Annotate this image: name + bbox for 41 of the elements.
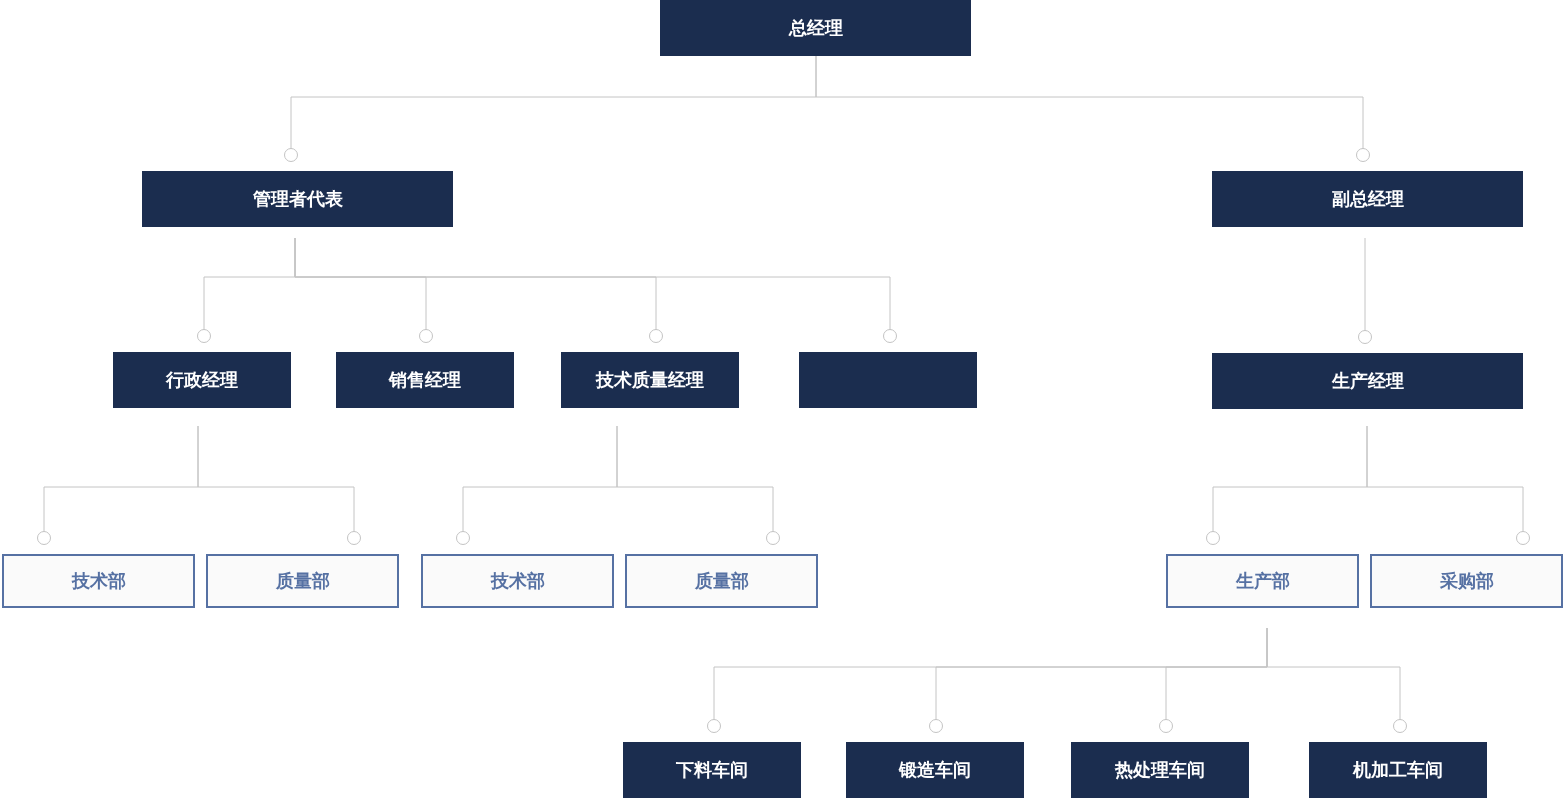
box-label: 副总经理 — [1331, 187, 1404, 211]
connector-line — [197, 425, 361, 545]
box-label: 热处理车间 — [1115, 758, 1205, 782]
connector-line — [1366, 425, 1530, 545]
position-box — [660, 0, 971, 56]
position-box — [2, 554, 195, 608]
box-label: 管理者代表 — [252, 187, 343, 211]
box-label: 采购部 — [1439, 569, 1494, 593]
connector-line — [294, 237, 897, 343]
position-box — [336, 352, 514, 408]
box-label: 技术部 — [71, 569, 126, 593]
position-box — [421, 554, 614, 608]
position-box — [846, 742, 1024, 798]
box-label: 技术部 — [490, 569, 545, 593]
box-label: 销售经理 — [389, 368, 461, 392]
box-label: 质量部 — [694, 569, 749, 593]
box-label: 机加工车间 — [1353, 758, 1443, 782]
box-label: 总经理 — [788, 16, 843, 40]
position-box — [206, 554, 399, 608]
position-box — [1309, 742, 1487, 798]
position-box — [142, 171, 453, 227]
box-label: 技术质量经理 — [596, 368, 704, 392]
connector-line — [1358, 237, 1372, 344]
position-box — [623, 742, 801, 798]
position-box — [1370, 554, 1563, 608]
position-box — [1212, 171, 1523, 227]
box-label: 生产部 — [1235, 569, 1290, 593]
box-label: 生产经理 — [1331, 369, 1404, 393]
position-box — [799, 352, 977, 408]
position-box — [561, 352, 739, 408]
box-label: 行政经理 — [166, 368, 238, 392]
position-box — [1166, 554, 1359, 608]
connector-line — [815, 55, 1370, 162]
position-box — [625, 554, 818, 608]
box-label: 下料车间 — [676, 758, 748, 782]
connector-line — [616, 425, 780, 545]
box-label: 锻造车间 — [899, 758, 971, 782]
position-box — [1071, 742, 1249, 798]
position-box — [1212, 353, 1523, 409]
box-label: 质量部 — [275, 569, 330, 593]
position-box — [113, 352, 291, 408]
